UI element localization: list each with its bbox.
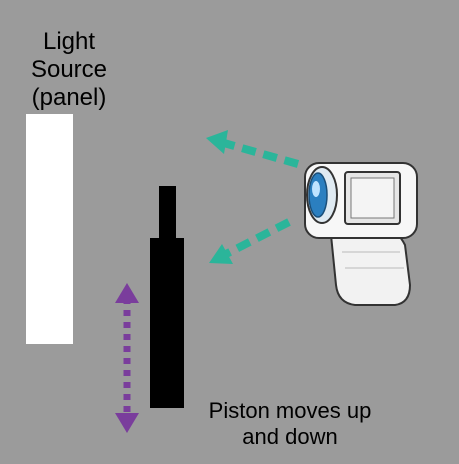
- motion-arrow: [115, 283, 139, 433]
- light-source-label: Light Source (panel): [14, 28, 124, 112]
- piston-rod: [159, 186, 176, 242]
- light-source-label-line3: (panel): [31, 84, 107, 111]
- arrowhead-down: [115, 413, 139, 433]
- light-source-label-line2: Source: [30, 56, 108, 83]
- handheld-camcorder-icon: [304, 162, 418, 306]
- piston-label: Piston moves up and down: [190, 398, 390, 450]
- arrowhead-up: [115, 283, 139, 303]
- piston: [150, 186, 184, 408]
- piston-body: [150, 238, 184, 408]
- piston-label-line1: Piston moves up: [208, 398, 372, 423]
- light-panel: [26, 114, 73, 344]
- piston-label-line2: and down: [242, 424, 338, 449]
- light-arrow-lower: [209, 218, 291, 264]
- light-arrow-upper: [206, 130, 300, 168]
- light-source-label-line1: Light: [42, 28, 96, 55]
